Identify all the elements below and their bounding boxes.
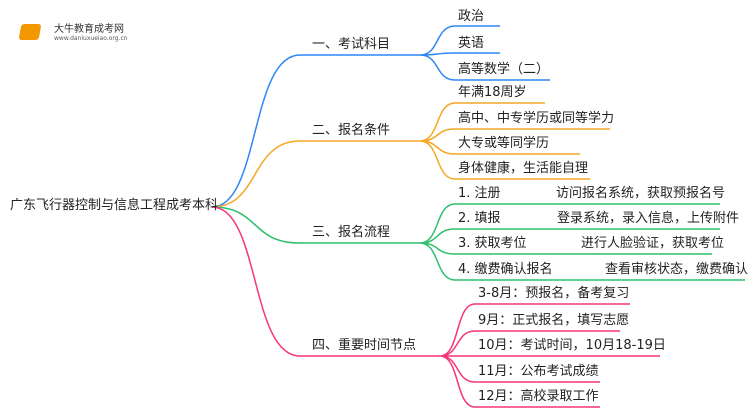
leaf: 9月：正式报名，填写志愿: [478, 313, 630, 328]
leaf: 10月：考试时间，10月18-19日: [478, 338, 666, 353]
step: 4. 缴费确认报名: [458, 262, 553, 277]
step-desc: 登录系统，录入信息，上传附件: [557, 211, 740, 226]
leaf: 年满18周岁: [458, 85, 527, 100]
branch-timeline: 四、重要时间节点: [312, 338, 417, 353]
leaf: 高等数学（二）: [458, 62, 550, 77]
leaf: 政治: [458, 9, 485, 24]
leaf: 3-8月：预报名，备考复习: [478, 286, 630, 301]
step-desc: 访问报名系统，获取预报名号: [556, 186, 726, 201]
leaf: 12月：高校录取工作: [478, 389, 599, 404]
leaf: 11月：公布考试成绩: [478, 364, 599, 379]
step: 3. 获取考位: [458, 236, 527, 251]
logo-url: www.daniuxueiao.org.cn: [54, 35, 128, 42]
leaf: 英语: [458, 36, 485, 51]
step-desc: 进行人脸验证，获取考位: [581, 236, 725, 251]
leaf: 高中、中专学历或同等学力: [458, 111, 615, 126]
leaf: 大专或等同学历: [458, 136, 550, 151]
root-node: 广东飞行器控制与信息工程成考本科: [10, 198, 219, 213]
step: 2. 填报: [458, 211, 501, 226]
leaf: 身体健康，生活能自理: [458, 161, 589, 176]
branch-exam-subjects: 一、考试科目: [312, 37, 391, 52]
branch-requirements: 二、报名条件: [312, 123, 391, 138]
step: 1. 注册: [458, 186, 501, 201]
branch-process: 三、报名流程: [312, 225, 391, 240]
logo-title: 大牛教育成考网: [54, 24, 124, 35]
logo-icon: [18, 18, 42, 40]
step-desc: 查看审核状态，缴费确认: [605, 262, 749, 277]
